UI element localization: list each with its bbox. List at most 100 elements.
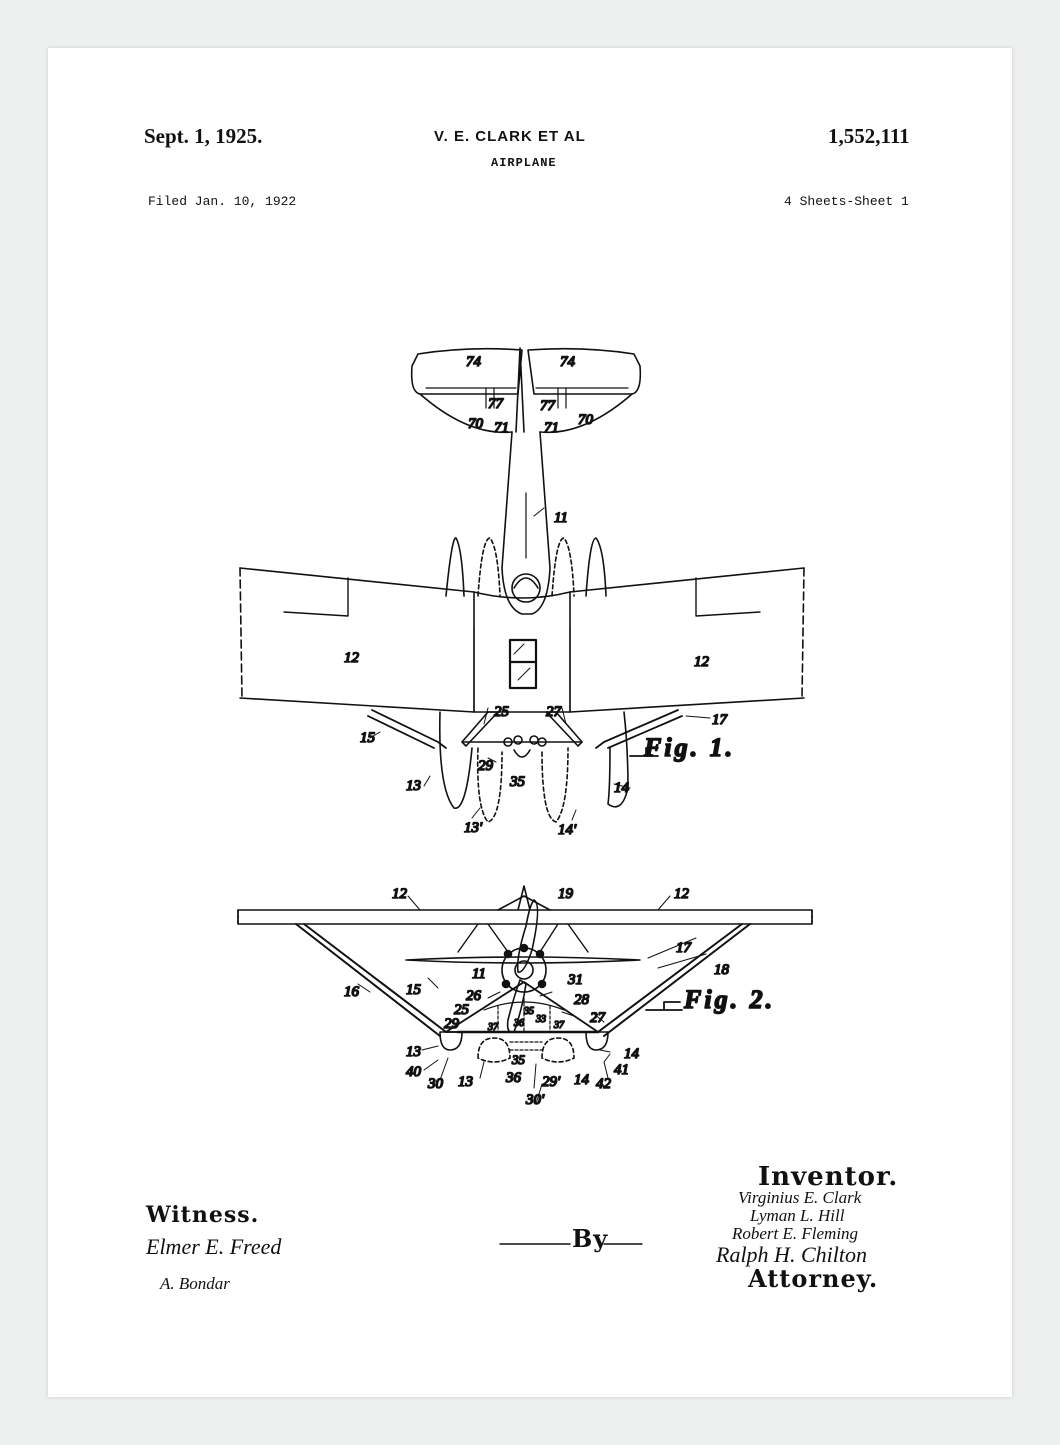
cylinder-3 (501, 979, 511, 989)
wing-left (239, 567, 475, 713)
aileron-left (283, 577, 349, 617)
fitting-3 (529, 735, 539, 745)
float-left-dashed-bottom (476, 747, 503, 823)
fig1-leader-11 (533, 507, 545, 517)
elevator-horns (485, 387, 567, 409)
cylinder-1 (503, 949, 513, 959)
inventor-heading: Inventor. (758, 1162, 899, 1192)
ref-31-fig2: 31 (567, 972, 583, 988)
ref-17-fig1: 17 (712, 712, 729, 728)
fin-top-fig2 (517, 885, 531, 911)
fuselage (501, 431, 551, 615)
ref-36-fig2: 36 (513, 1018, 524, 1029)
patent-date: Sept. 1, 1925. (144, 124, 263, 148)
strut-right-fig1 (595, 709, 683, 749)
lower-stub-wing (405, 956, 641, 964)
float-left-fig1 (438, 711, 473, 809)
aileron-right (695, 577, 761, 617)
tailplane-left (410, 347, 523, 395)
ref-37-right-fig2: 37 (553, 1020, 565, 1031)
witness-heading: Witness. (146, 1202, 260, 1228)
rudder-fin (515, 347, 525, 433)
upper-wing-fig2 (237, 909, 813, 925)
ref-40-fig2: 40 (406, 1064, 422, 1080)
ref-18-fig2: 18 (714, 962, 730, 978)
cabane-top-fig2 (497, 895, 551, 911)
ref-26-fig2: 26 (466, 988, 482, 1004)
ref-15-fig1: 15 (360, 730, 376, 746)
ref-29-fig1: 29 (478, 758, 494, 774)
float-right-fig2 (585, 1031, 609, 1051)
fig2-label-underline (645, 1001, 683, 1011)
ref-14b-fig2: 14 (574, 1072, 590, 1088)
float-left-tip (445, 537, 465, 597)
fitting-1 (503, 737, 513, 747)
ref-13p-fig1: 13' (464, 820, 483, 836)
fig2-label: Fig. 2. (683, 985, 775, 1014)
propeller-hub (514, 960, 534, 980)
ref-12-left-fig1: 12 (344, 650, 360, 666)
ref-12-right-fig2: 12 (674, 886, 690, 902)
ref-77-left: 77 (488, 396, 505, 412)
inventor-line: V. E. CLARK ET AL (434, 128, 586, 145)
attorney-heading: Attorney. (748, 1264, 879, 1293)
float-right-tip (585, 537, 607, 597)
ref-19-fig2: 19 (558, 886, 574, 902)
witness-signature-2: A. Bondar (160, 1274, 230, 1293)
fig2-leader-lines (357, 895, 707, 1105)
propeller-blade-up (516, 899, 539, 973)
ref-27-fig1: 27 (546, 704, 563, 720)
ref-30-fig2: 30 (427, 1076, 444, 1092)
ref-12-right-fig1: 12 (694, 654, 710, 670)
ref-13-fig1: 13 (406, 778, 421, 794)
strut-left-fig1 (367, 709, 447, 749)
figure-2-front-view (237, 885, 813, 1105)
float-right-dashed-fig2 (541, 1037, 575, 1063)
fig1-leader-lines (369, 707, 711, 821)
fig1-label: Fig. 1. (643, 733, 735, 762)
window-glare (513, 643, 531, 681)
cylinder-4 (537, 979, 547, 989)
cabane-left (461, 711, 499, 747)
ref-37-left-fig2: 37 (487, 1022, 499, 1033)
figure-1-top-view (239, 347, 805, 823)
patent-drawing: 74 74 77 77 70 70 71 71 11 12 12 15 17 2… (237, 347, 813, 1245)
filed-date: Filed Jan. 10, 1922 (148, 194, 297, 209)
cabane-struts-fig2 (457, 923, 589, 953)
sheet-count: 4 Sheets-Sheet 1 (784, 194, 909, 209)
ref-14p-fig1: 14' (558, 822, 577, 838)
wing-right-break (801, 567, 805, 699)
ref-77-right: 77 (540, 398, 557, 414)
cabane-right (545, 711, 583, 747)
ref-25-fig1: 25 (494, 704, 510, 720)
propeller-blade-down (506, 979, 527, 1034)
float-right-dashed-top (551, 537, 575, 597)
attorney-signature: Ralph H. Chilton (716, 1242, 867, 1267)
ref-74-right: 74 (560, 354, 576, 370)
inventor-name-3: Robert E. Fleming (732, 1224, 859, 1243)
fitting-4 (537, 737, 547, 747)
float-right-fig1 (607, 711, 629, 808)
tailplane-lower-edges (419, 393, 633, 434)
ref-71-right: 71 (544, 420, 559, 436)
ref-30p-fig2: 30' (525, 1092, 545, 1108)
ref-29-fig2: 29 (444, 1016, 460, 1032)
float-left-dashed-fig2 (477, 1037, 511, 1063)
ref-35-fig2: 35 (523, 1006, 534, 1017)
ref-70-right: 70 (578, 412, 594, 428)
ref-35b-fig2: 35 (511, 1052, 526, 1067)
cockpit-windscreen (513, 577, 539, 589)
ref-15-fig2: 15 (406, 982, 422, 998)
ref-12-left-fig2: 12 (392, 886, 408, 902)
truss-curve (483, 1001, 565, 1011)
cockpit (511, 573, 541, 603)
truss-internal (497, 997, 551, 1033)
ref-28-fig2: 28 (574, 992, 590, 1008)
tailplane-right (527, 347, 642, 395)
inventor-name-1: Virginius E. Clark (738, 1188, 862, 1207)
ref-14-fig1: 14 (614, 780, 630, 796)
ref-11-fig1: 11 (554, 510, 568, 526)
ref-36b-fig2: 36 (505, 1070, 522, 1086)
ref-33-fig2: 33 (535, 1014, 546, 1025)
ref-13-fig2: 13 (406, 1044, 421, 1060)
